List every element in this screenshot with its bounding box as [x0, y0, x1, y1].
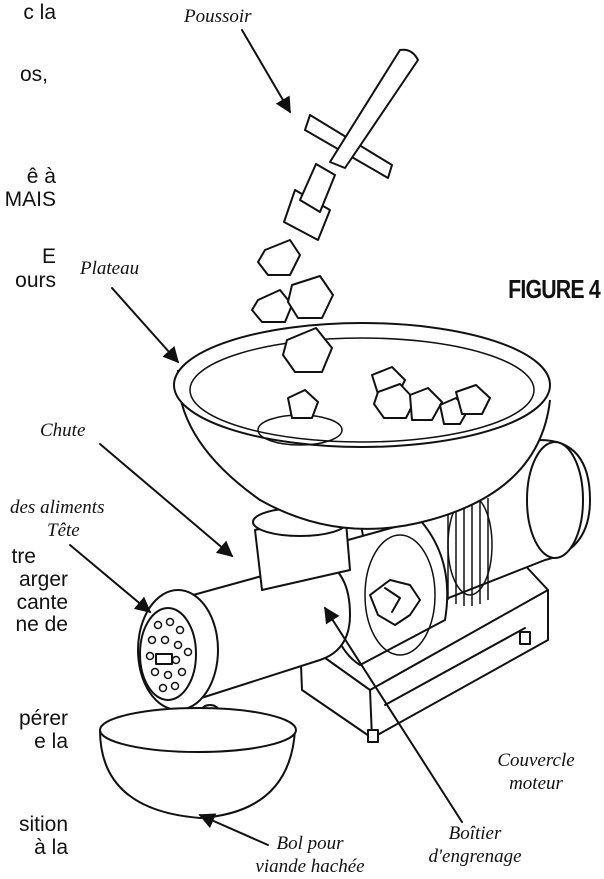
bowl	[99, 707, 297, 819]
text-fragment: MAIS	[4, 188, 56, 211]
label-bowl-line2: viande hachée	[255, 856, 365, 877]
text-fragment: arger	[18, 568, 68, 591]
text-fragment: à la	[34, 836, 68, 859]
label-motor-line2: moteur	[509, 773, 563, 794]
leader-lines	[69, 29, 463, 846]
text-fragment: ne de	[15, 613, 68, 636]
text-fragment: E	[41, 245, 56, 268]
label-head: Tête	[47, 520, 80, 541]
meat-chunks	[251, 239, 491, 425]
label-gear-line1: Boîtier	[448, 823, 502, 844]
text-fragment: cante	[16, 591, 68, 614]
text-fragment: c la	[23, 1, 56, 24]
gear-housing	[327, 519, 449, 666]
text-fragment: ê à	[26, 165, 56, 188]
grinder-head	[137, 507, 351, 716]
pusher	[283, 48, 419, 241]
label-chute-line2: des aliments	[10, 497, 105, 518]
label-chute-line1: Chute	[40, 420, 86, 441]
figure-label: FIGURE 4	[508, 274, 601, 304]
text-fragment: sition	[18, 813, 68, 836]
text-fragment: tre	[11, 545, 36, 568]
label-tray: Plateau	[80, 258, 140, 279]
label-motor-line1: Couvercle	[497, 750, 575, 771]
text-fragment: ours	[15, 269, 56, 292]
label-pusher: Poussoir	[184, 6, 252, 27]
label-gear-line2: d'engrenage	[428, 846, 522, 867]
text-fragment: os,	[19, 63, 48, 86]
text-fragment: e la	[34, 730, 68, 753]
text-fragment: pérer	[18, 707, 68, 730]
label-bowl-line1: Bol pour	[276, 833, 344, 854]
